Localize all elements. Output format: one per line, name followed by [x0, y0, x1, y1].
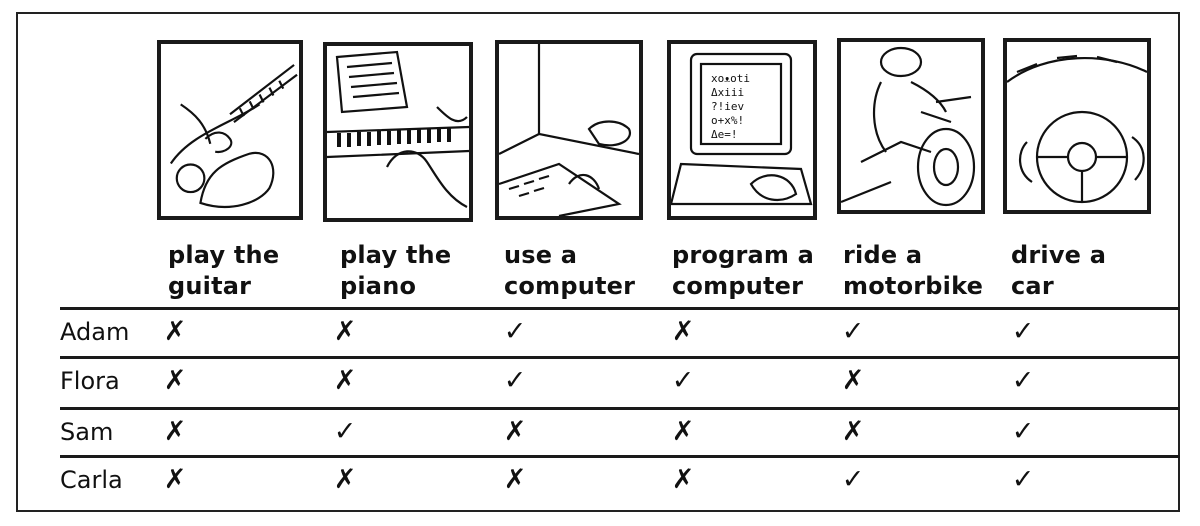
mark-cell: ✗	[163, 365, 187, 396]
mark-cell: ✗	[333, 365, 357, 396]
mark-cell: ✗	[671, 416, 695, 447]
row-name: Flora	[60, 367, 120, 395]
mark-cell: ✗	[671, 316, 695, 347]
svg-text:xoᴥoti: xoᴥoti	[711, 72, 750, 85]
mark-cell: ✗	[163, 464, 187, 495]
mark-cell: ✗	[333, 316, 357, 347]
computer-use-icon	[495, 40, 643, 220]
mark-cell: ✗	[503, 416, 527, 447]
mark-cell: ✗	[841, 365, 865, 396]
mark-cell: ✓	[1011, 365, 1035, 396]
row-name: Sam	[60, 418, 114, 446]
piano-icon	[323, 42, 473, 222]
mark-cell: ✓	[841, 316, 865, 347]
guitar-icon	[157, 40, 303, 220]
row-name: Adam	[60, 318, 130, 346]
mark-cell: ✓	[671, 365, 695, 396]
mark-cell: ✓	[841, 464, 865, 495]
mark-cell: ✓	[503, 365, 527, 396]
worksheet-frame	[16, 12, 1180, 512]
car-icon	[1003, 38, 1151, 214]
svg-text:o+x%!: o+x%!	[711, 114, 744, 127]
mark-cell: ✗	[503, 464, 527, 495]
mark-cell: ✓	[333, 416, 357, 447]
svg-text:Δe=!: Δe=!	[711, 128, 738, 141]
mark-cell: ✗	[841, 416, 865, 447]
motorbike-icon	[837, 38, 985, 214]
table-row: Sam ✗ ✓ ✗ ✗ ✗ ✓	[60, 407, 1180, 455]
row-name: Carla	[60, 466, 123, 494]
mark-cell: ✗	[671, 464, 695, 495]
svg-text:?!iev: ?!iev	[711, 100, 744, 113]
mark-cell: ✓	[1011, 416, 1035, 447]
table-row: Carla ✗ ✗ ✗ ✗ ✓ ✓	[60, 455, 1180, 503]
mark-cell: ✓	[1011, 316, 1035, 347]
mark-cell: ✓	[1011, 464, 1035, 495]
mark-cell: ✓	[503, 316, 527, 347]
mark-cell: ✗	[163, 316, 187, 347]
table-row: Adam ✗ ✗ ✓ ✗ ✓ ✓	[60, 307, 1180, 355]
mark-cell: ✗	[333, 464, 357, 495]
mark-cell: ✗	[163, 416, 187, 447]
programming-icon: xoᴥoti Δxiii ?!iev o+x%! Δe=!	[667, 40, 817, 220]
table-row: Flora ✗ ✗ ✓ ✓ ✗ ✓	[60, 356, 1180, 404]
svg-text:Δxiii: Δxiii	[711, 86, 744, 99]
